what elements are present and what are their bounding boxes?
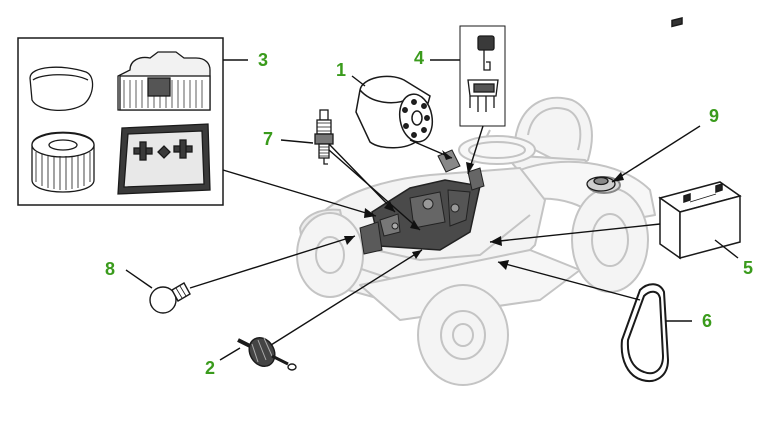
leader-3	[222, 169, 377, 217]
leader-9	[611, 125, 701, 183]
drive-belt[interactable]	[620, 283, 670, 382]
ignition-key[interactable]	[459, 25, 506, 127]
fuel-cap[interactable]	[586, 176, 616, 192]
arrowheads	[344, 150, 624, 270]
air-filter-set[interactable]	[17, 37, 224, 206]
leader-5	[489, 223, 661, 243]
leader-7-label	[280, 139, 314, 144]
panel-filter-gasket	[117, 123, 211, 195]
leader-8-label	[125, 269, 153, 289]
fuel-filter[interactable]	[237, 333, 297, 371]
engine-block	[359, 149, 485, 255]
callout-5[interactable]: 5	[742, 258, 753, 278]
callout-6[interactable]: 6	[701, 311, 712, 331]
callout-8[interactable]: 8	[104, 259, 115, 279]
foam-precleaner	[29, 66, 94, 111]
spark-plug[interactable]	[314, 109, 334, 165]
leader-1-label	[351, 75, 366, 87]
battery[interactable]	[658, 17, 742, 260]
callout-9[interactable]: 9	[708, 106, 719, 126]
leader-2	[270, 249, 423, 346]
callout-7[interactable]: 7	[262, 129, 273, 149]
round-paper-filter	[31, 131, 95, 193]
oil-filter[interactable]	[355, 75, 436, 149]
callout-1[interactable]: 1	[335, 60, 346, 80]
riding-mower-illustration	[296, 96, 656, 386]
leader-7b	[328, 149, 421, 231]
panel-air-filter	[117, 51, 211, 111]
leader-6	[497, 261, 641, 301]
light-bulb[interactable]	[149, 282, 191, 314]
leader-5-label	[714, 239, 739, 259]
leader-7	[328, 143, 396, 213]
leader-8	[189, 235, 356, 289]
callout-2[interactable]: 2	[204, 358, 215, 378]
leader-2-label	[219, 347, 241, 361]
callout-4[interactable]: 4	[413, 48, 424, 68]
callout-3[interactable]: 3	[257, 50, 268, 70]
